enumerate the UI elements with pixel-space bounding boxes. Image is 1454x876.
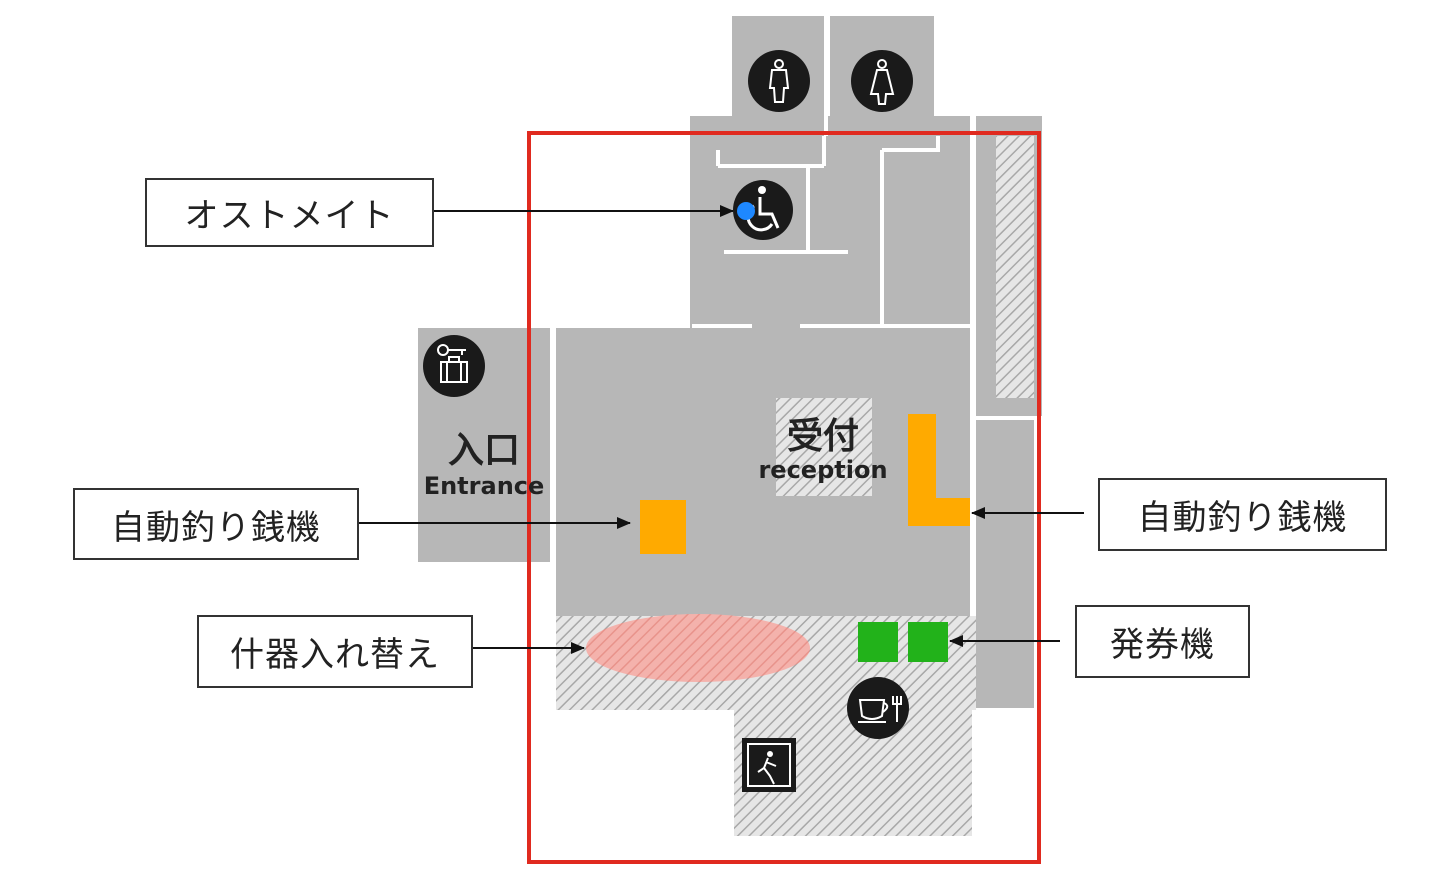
- ticket-machine-2[interactable]: [908, 622, 948, 662]
- ostomate-dot: [737, 202, 755, 220]
- callout-change-machine-right: 自動釣り銭機: [1098, 478, 1387, 551]
- fixture-replacement-zone[interactable]: [586, 614, 810, 682]
- change-machine-right-marker[interactable]: [908, 414, 970, 526]
- reception-label-jp: 受付: [787, 416, 859, 457]
- entrance-label-jp: 入口: [448, 430, 520, 471]
- entrance-label-en: Entrance: [424, 472, 545, 500]
- emergency-exit-icon: [742, 738, 796, 792]
- floor-areas: [418, 16, 1042, 836]
- right-corridor: [976, 420, 1034, 708]
- callout-ticket-machine-label: 発券機: [1110, 625, 1215, 665]
- luggage-locker-icon: [423, 335, 485, 397]
- fixtures: [586, 414, 970, 682]
- accessible-toilet-icon: [733, 180, 793, 240]
- callout-change-machine-left: 自動釣り銭機: [73, 488, 359, 560]
- main-hall: [556, 328, 972, 616]
- cafe-icon: [847, 677, 909, 739]
- callout-ostomate-label: オストメイト: [184, 196, 395, 236]
- change-machine-left-marker[interactable]: [640, 500, 686, 554]
- callout-change-machine-left-label: 自動釣り銭機: [111, 507, 321, 548]
- male-toilet-icon: [748, 50, 810, 112]
- reception-counter: [776, 398, 872, 496]
- female-toilet-icon: [851, 50, 913, 112]
- highlight-frame: [527, 131, 1041, 864]
- callout-arrows: [358, 205, 1084, 654]
- walls: [550, 16, 1036, 616]
- callout-fixture-replacement-label: 什器入れ替え: [230, 635, 440, 675]
- hatched-side-strip: [996, 136, 1034, 398]
- callout-ostomate: オストメイト: [145, 178, 434, 247]
- callout-ticket-machine: 発券機: [1075, 605, 1250, 678]
- ticket-machine-1[interactable]: [858, 622, 898, 662]
- reception-label-en: reception: [758, 456, 887, 484]
- callout-fixture-replacement: 什器入れ替え: [197, 615, 473, 688]
- callout-change-machine-right-label: 自動釣り銭機: [1137, 498, 1348, 538]
